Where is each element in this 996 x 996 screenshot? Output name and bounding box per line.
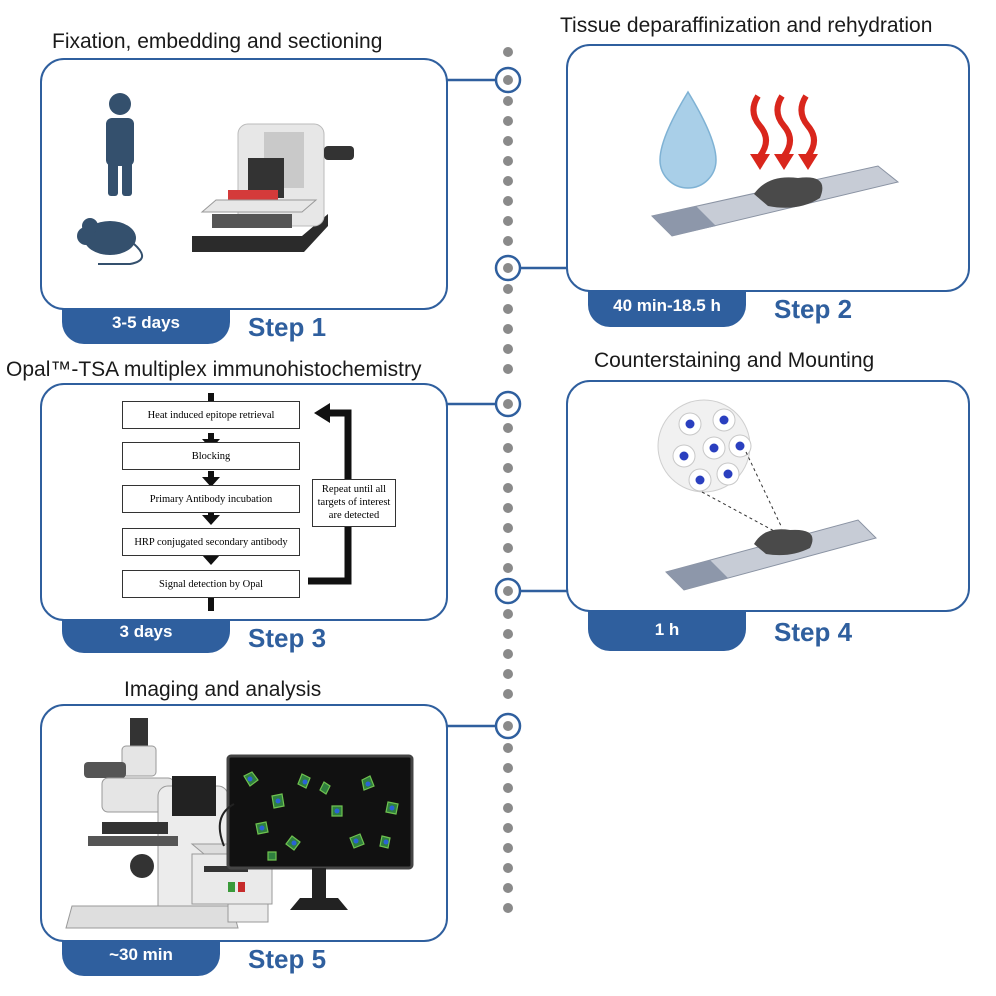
step5-illustration bbox=[65, 718, 414, 929]
step3-label: Step 3 bbox=[248, 623, 327, 653]
slide-icon bbox=[665, 519, 877, 591]
heat-icon bbox=[750, 94, 817, 158]
step2-panel bbox=[566, 44, 970, 292]
step4-label: Step 4 bbox=[774, 617, 853, 647]
flow-step-epitope-retrieval: Heat induced epitope retrieval bbox=[122, 401, 300, 429]
step5-title: Imaging and analysis bbox=[124, 678, 322, 701]
water-drop-icon bbox=[659, 90, 717, 189]
step4-panel bbox=[566, 380, 970, 612]
step4-title: Counterstaining and Mounting bbox=[594, 349, 875, 372]
flow-step-primary-antibody: Primary Antibody incubation bbox=[122, 485, 300, 513]
step5-panel bbox=[40, 704, 448, 942]
step4-illustration bbox=[657, 399, 877, 591]
step4-duration: 1 h bbox=[588, 609, 746, 651]
flow-step-signal-detection: Signal detection by Opal bbox=[122, 570, 300, 598]
step2-illustration bbox=[651, 90, 900, 237]
step1-title: Fixation, embedding and sectioning bbox=[52, 30, 383, 53]
microtome-icon bbox=[192, 123, 354, 252]
step1-illustration bbox=[77, 93, 354, 265]
mouse-icon bbox=[77, 218, 143, 265]
repeat-note: Repeat until all targets of interest are… bbox=[312, 479, 396, 527]
step1-label: Step 1 bbox=[248, 312, 327, 342]
human-icon bbox=[106, 93, 134, 196]
step1-panel bbox=[40, 58, 448, 310]
timeline-nodes bbox=[494, 66, 522, 740]
step2-title: Tissue deparaffinization and rehydration bbox=[560, 14, 933, 37]
step3-panel: Heat induced epitope retrieval Blocking … bbox=[40, 383, 448, 621]
flow-step-secondary-antibody: HRP conjugated secondary antibody bbox=[122, 528, 300, 556]
step3-title: Opal™-TSA multiplex immunohistochemistry bbox=[6, 358, 422, 381]
step2-label: Step 2 bbox=[774, 294, 853, 324]
step2-duration: 40 min-18.5 h bbox=[588, 285, 746, 327]
slide-icon bbox=[651, 165, 900, 237]
step5-label: Step 5 bbox=[248, 944, 327, 974]
timeline-dots bbox=[503, 47, 513, 913]
monitor-icon bbox=[218, 754, 414, 910]
flow-step-blocking: Blocking bbox=[122, 442, 300, 470]
